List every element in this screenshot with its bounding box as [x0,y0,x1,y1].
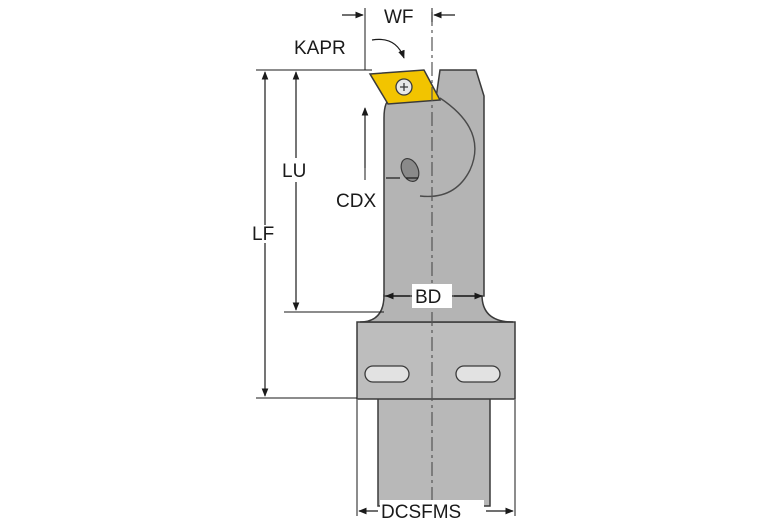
clamping-flange [356,321,516,400]
dimension-kapr: KAPR [294,38,405,59]
dimension-lu: LU [282,71,306,311]
coolant-hole [400,158,420,182]
label-lu: LU [282,161,306,182]
dimension-bd: BD [385,284,483,308]
dimension-lf: LF [252,71,274,397]
insert-screw-torx [400,83,408,91]
clamp-slot-left [364,365,410,383]
label-lf: LF [252,224,274,245]
label-cdx: CDX [336,191,376,212]
tool-body [356,69,516,507]
neck-transition [359,294,514,323]
coupling-shank [377,397,491,507]
dimension-wf: WF [342,7,455,28]
label-wf: WF [384,7,414,28]
label-bd: BD [415,287,441,308]
dimension-dcsfms: DCSFMS [358,500,514,523]
clamp-slot-right [455,365,501,383]
cutting-insert [368,69,442,105]
label-dcsfms: DCSFMS [381,502,461,523]
chip-flute [419,97,476,198]
label-kapr: KAPR [294,38,346,59]
dimension-cdx: CDX [336,107,418,212]
